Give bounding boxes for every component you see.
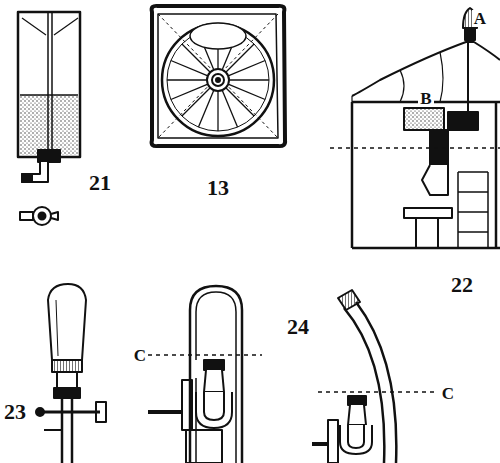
fan-wheel-figure bbox=[152, 6, 286, 146]
wheel-spoke bbox=[167, 79, 207, 80]
figure-number: 24 bbox=[285, 316, 311, 338]
wheel-spoke bbox=[171, 84, 208, 99]
wheel-spoke bbox=[226, 88, 254, 116]
wheel-spoke bbox=[222, 90, 237, 127]
wheel-spoke bbox=[217, 91, 218, 131]
wheel-spoke bbox=[182, 88, 210, 116]
figure-number: 23 bbox=[2, 401, 28, 423]
figure-number: 13 bbox=[205, 177, 231, 199]
wheel-spoke bbox=[228, 84, 265, 99]
wheel-spoke bbox=[228, 60, 265, 75]
figure-number: 21 bbox=[87, 172, 113, 194]
part-letter: B bbox=[418, 90, 433, 107]
lantern-figure bbox=[330, 8, 500, 248]
chimney-lamp-figure bbox=[36, 284, 106, 463]
wheel-spoke bbox=[229, 79, 269, 80]
wheel-spoke bbox=[198, 90, 213, 127]
u-tube-burner-figure bbox=[132, 286, 262, 463]
reservoir-figure bbox=[18, 12, 80, 225]
part-letter: A bbox=[472, 10, 488, 27]
wheel-spoke bbox=[171, 60, 208, 75]
figure-number: 22 bbox=[449, 274, 475, 296]
part-letter: C bbox=[132, 347, 148, 364]
curved-tube-burner-figure bbox=[312, 290, 436, 463]
part-letter: C bbox=[440, 385, 456, 402]
